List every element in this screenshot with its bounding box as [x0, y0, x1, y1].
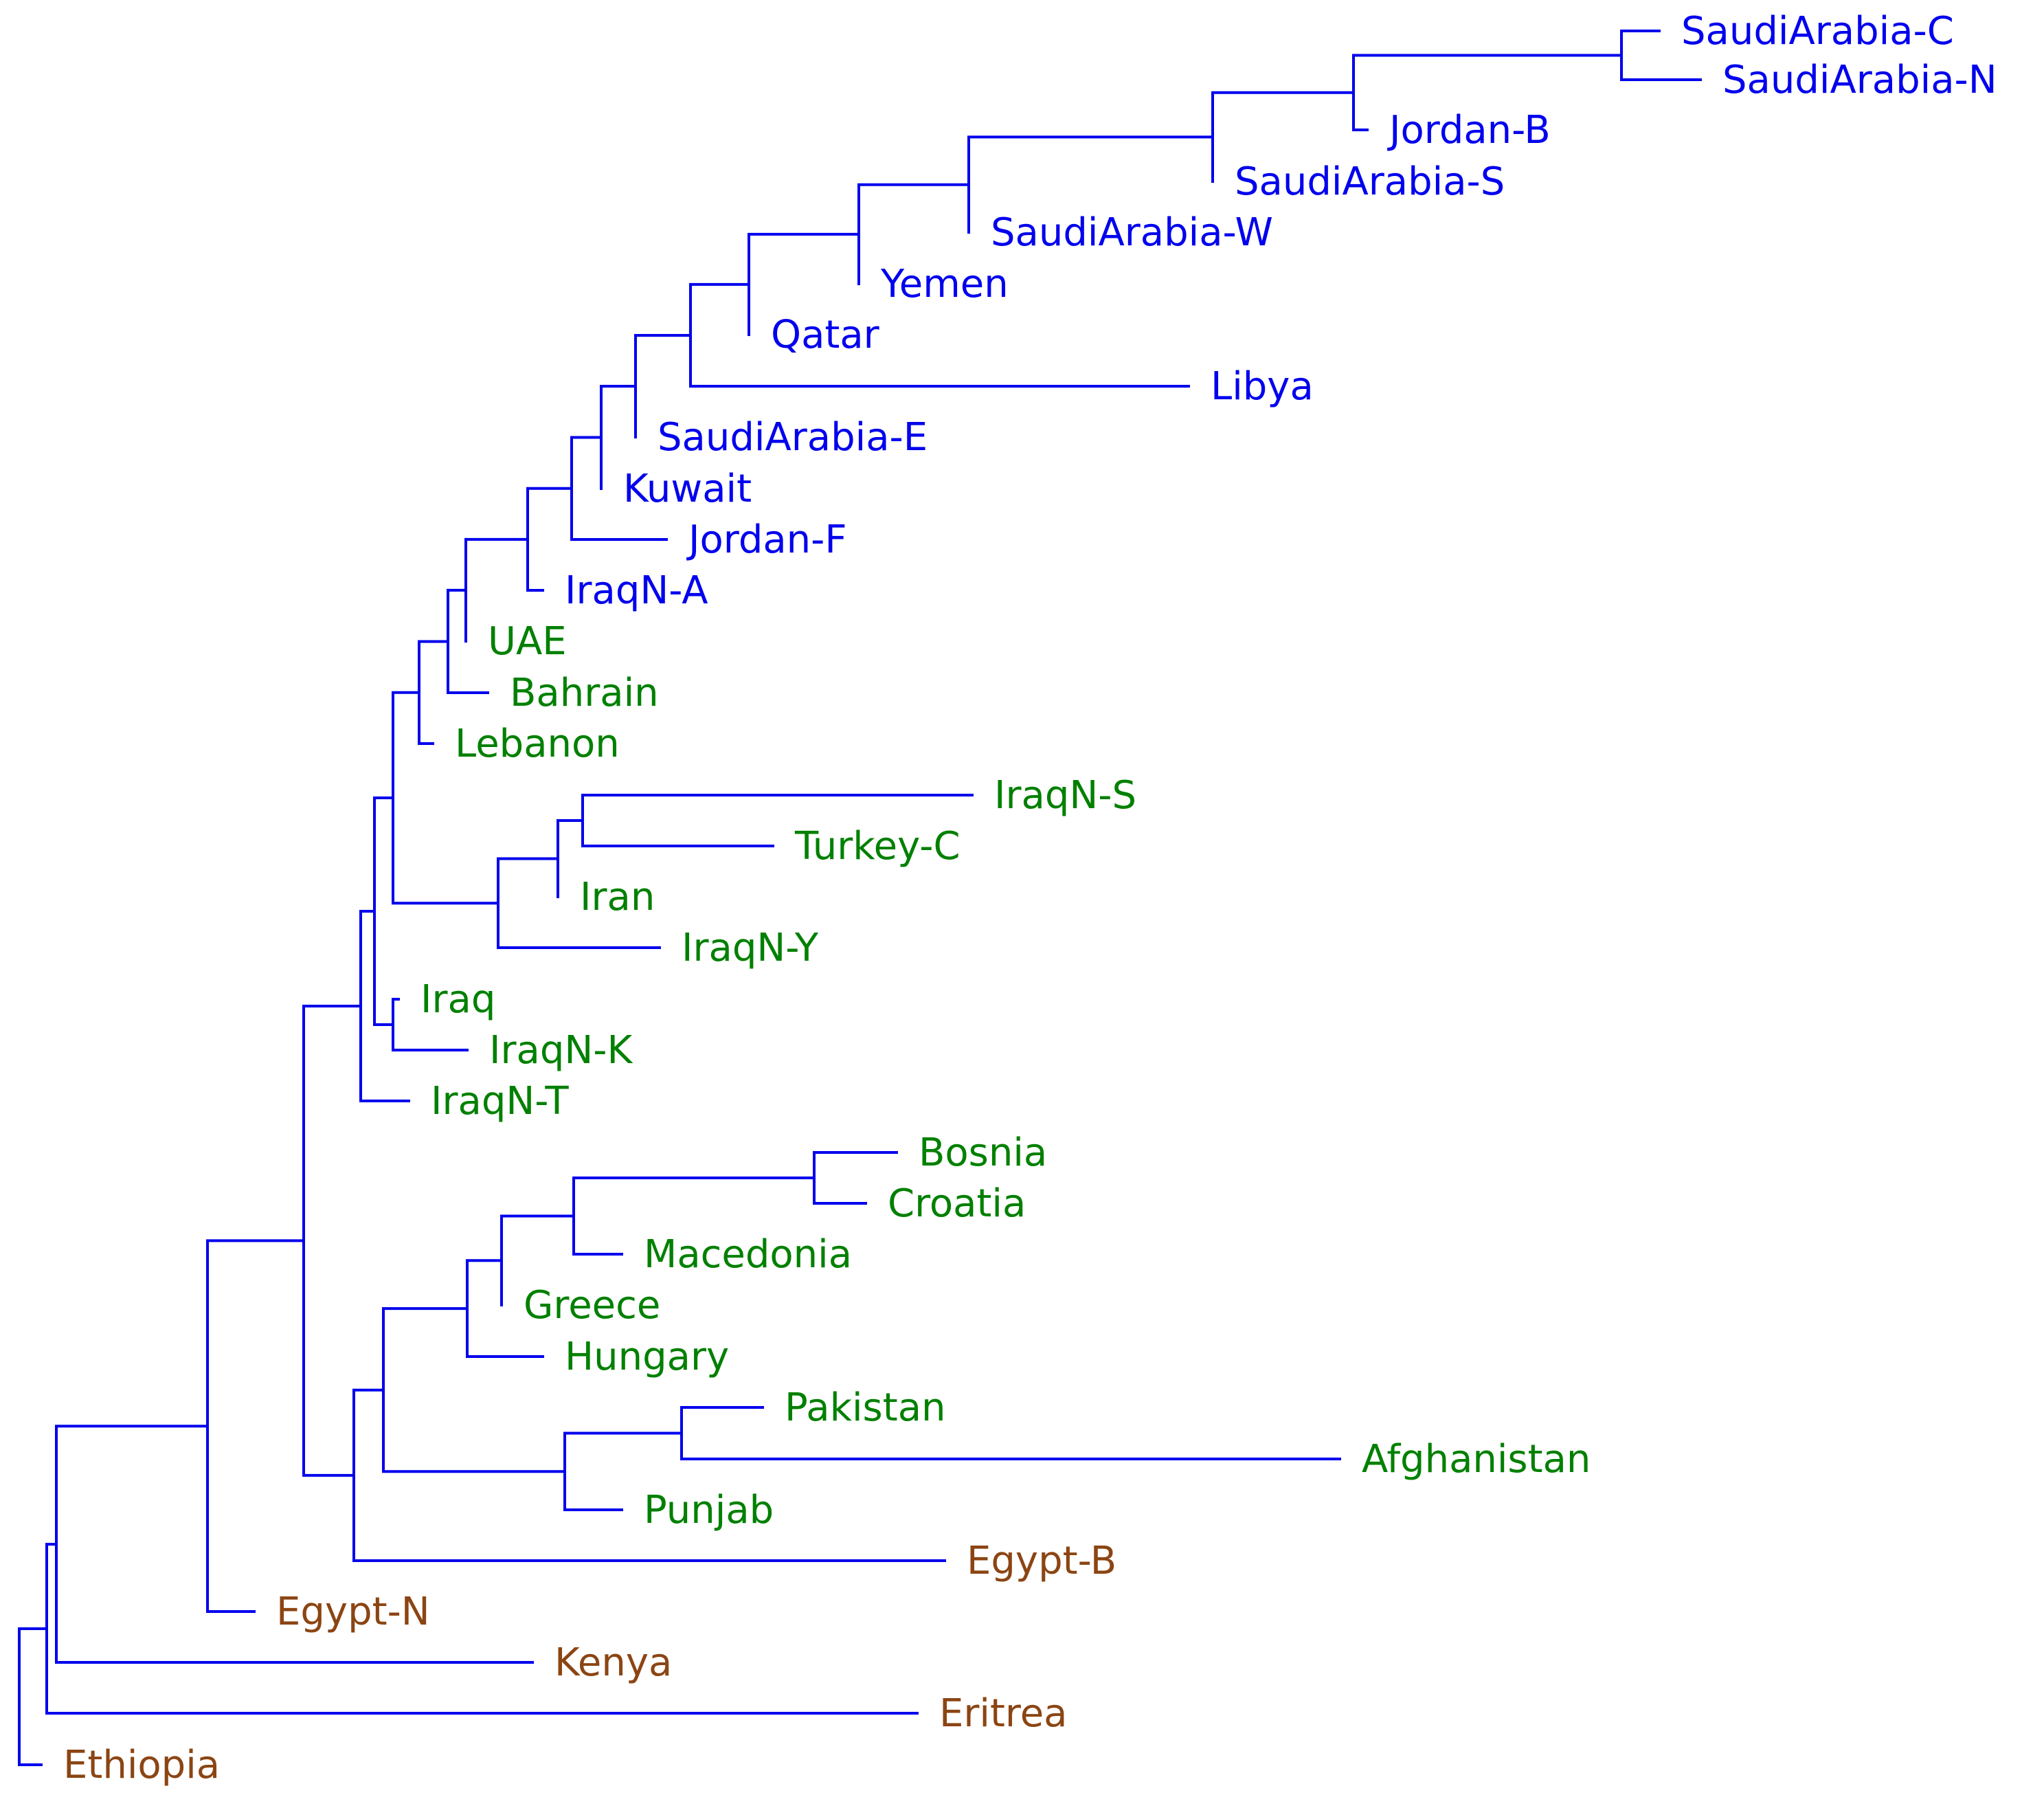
- leaf-label-turkey-c: Turkey-C: [794, 824, 961, 869]
- leaf-label-greece: Greece: [524, 1283, 660, 1328]
- leaf-label-jordan-b: Jordan-B: [1387, 108, 1551, 153]
- leaf-label-saudiarabia-c: SaudiArabia-C: [1681, 9, 1954, 54]
- leaf-label-uae: UAE: [488, 619, 567, 664]
- leaf-label-jordan-f: Jordan-F: [686, 517, 847, 562]
- leaf-label-egypt-b: Egypt-B: [967, 1539, 1116, 1583]
- leaf-label-iraqn-s: IraqN-S: [994, 773, 1136, 818]
- leaf-label-kuwait: Kuwait: [623, 467, 752, 511]
- leaf-label-egypt-n: Egypt-N: [276, 1590, 430, 1634]
- leaf-label-iraqn-y: IraqN-Y: [682, 926, 819, 970]
- leaf-label-macedonia: Macedonia: [644, 1232, 852, 1277]
- leaf-label-bahrain: Bahrain: [510, 671, 659, 715]
- leaf-label-kenya: Kenya: [554, 1640, 672, 1685]
- leaf-label-iraqn-k: IraqN-K: [489, 1028, 633, 1073]
- leaf-label-saudiarabia-n: SaudiArabia-N: [1722, 58, 1997, 102]
- leaf-label-afghanistan: Afghanistan: [1362, 1437, 1591, 1482]
- tree-branch-lines: [18, 30, 1702, 1766]
- leaf-label-yemen: Yemen: [880, 262, 1009, 306]
- leaf-label-bosnia: Bosnia: [919, 1130, 1047, 1175]
- leaf-label-iraq: Iraq: [420, 977, 495, 1022]
- leaf-label-ethiopia: Ethiopia: [63, 1743, 220, 1787]
- leaf-label-iraqn-a: IraqN-A: [565, 568, 708, 613]
- tree-branches: [18, 30, 1702, 1766]
- leaf-label-pakistan: Pakistan: [785, 1385, 946, 1430]
- leaf-label-iran: Iran: [580, 875, 655, 919]
- leaf-label-hungary: Hungary: [565, 1335, 729, 1379]
- leaf-label-saudiarabia-e: SaudiArabia-E: [658, 415, 928, 460]
- leaf-label-eritrea: Eritrea: [939, 1691, 1067, 1736]
- leaf-label-croatia: Croatia: [888, 1181, 1026, 1226]
- leaf-label-punjab: Punjab: [644, 1488, 774, 1532]
- leaf-label-lebanon: Lebanon: [455, 722, 620, 766]
- leaf-label-libya: Libya: [1211, 364, 1314, 409]
- leaf-label-saudiarabia-w: SaudiArabia-W: [991, 210, 1273, 255]
- leaf-label-saudiarabia-s: SaudiArabia-S: [1235, 159, 1505, 204]
- leaf-label-qatar: Qatar: [771, 313, 880, 357]
- leaf-label-iraqn-t: IraqN-T: [431, 1079, 569, 1124]
